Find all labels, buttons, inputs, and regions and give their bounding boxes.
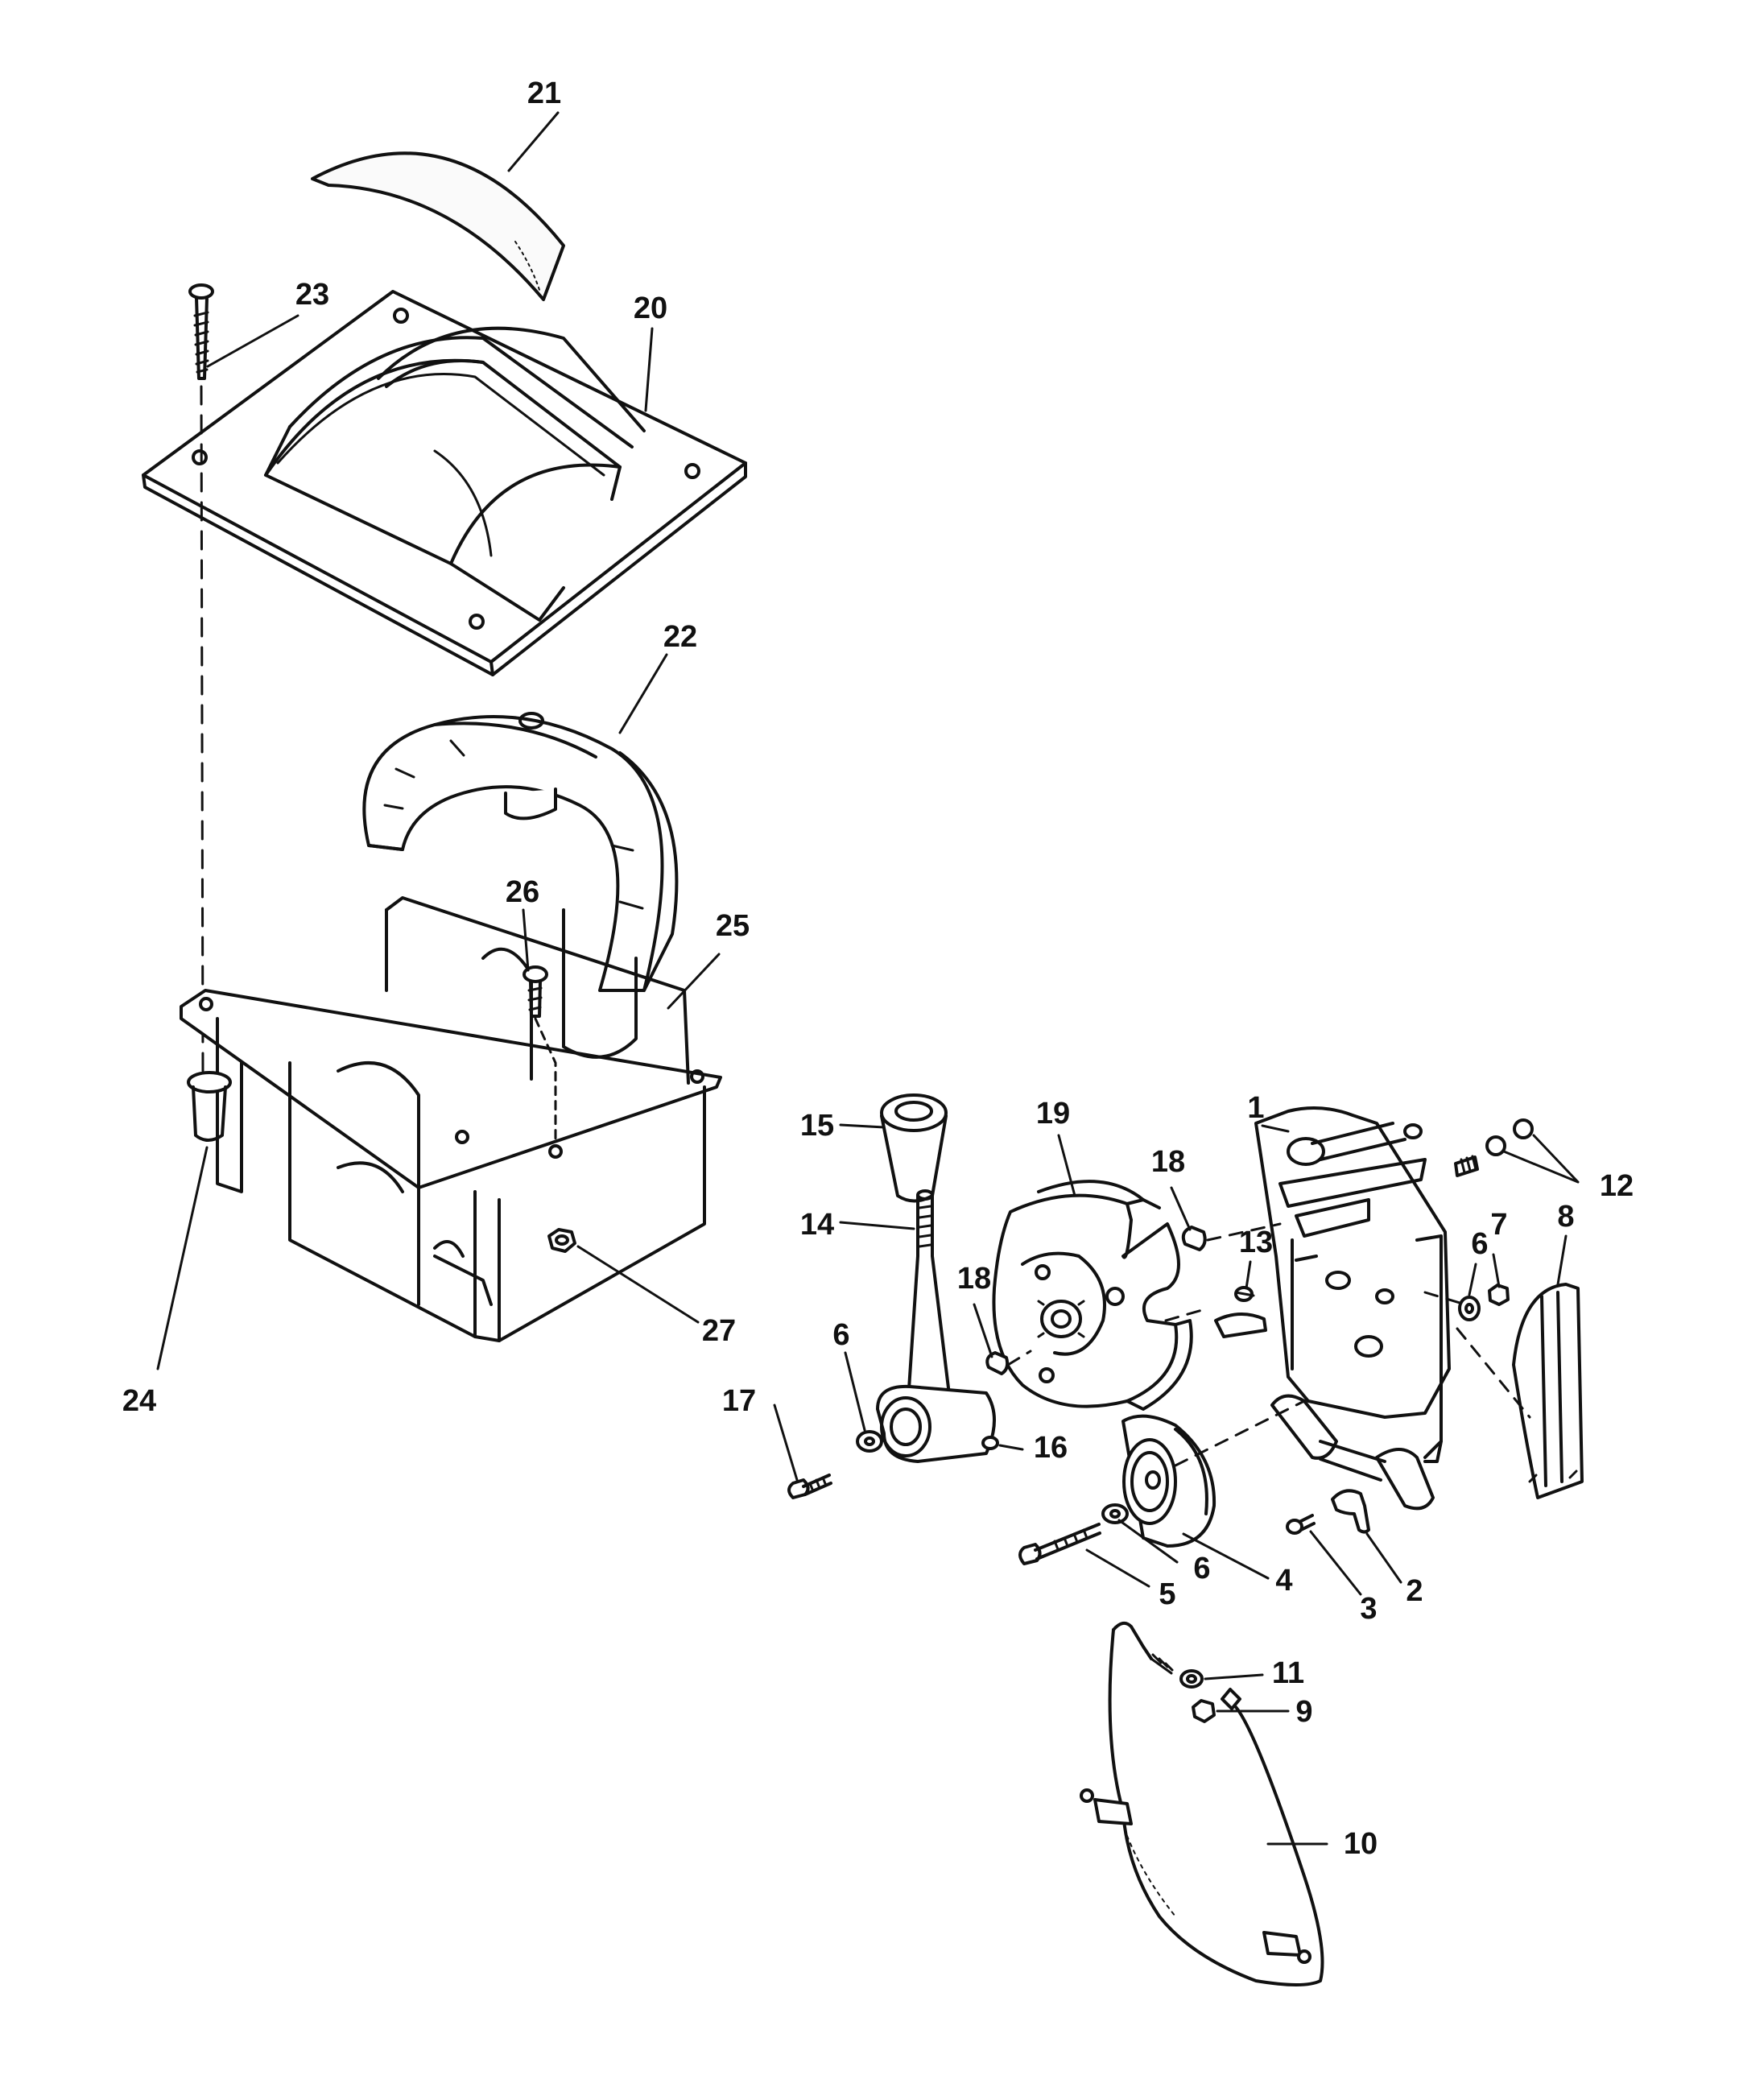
callout-4: 4 (1275, 1564, 1292, 1598)
callout-17: 17 (722, 1384, 756, 1418)
part-13-pin (1234, 1286, 1255, 1302)
callout-18a: 18 (1151, 1145, 1185, 1179)
part-18-bushing-a (1181, 1226, 1207, 1251)
part-14-lever-arm (876, 1189, 996, 1463)
leader-lines (156, 111, 1580, 1846)
callout-15: 15 (800, 1109, 834, 1143)
part-6-washer-c (1101, 1503, 1129, 1524)
part-8-switch (1512, 1283, 1584, 1499)
callout-10: 10 (1344, 1827, 1378, 1861)
callout-labels: 21 23 20 22 26 25 27 24 15 14 19 18 18 1… (122, 76, 1634, 1861)
callout-6c: 6 (1193, 1552, 1210, 1585)
part-2-clip (1331, 1489, 1370, 1534)
callout-2: 2 (1406, 1574, 1423, 1608)
part-4-pulley (1121, 1414, 1216, 1548)
callout-22: 22 (663, 620, 697, 654)
callout-8: 8 (1557, 1200, 1574, 1234)
part-23-screw (188, 283, 214, 380)
alignment-lines-right (1006, 1222, 1531, 1467)
part-13-pin-body (1214, 1312, 1267, 1338)
callout-23: 23 (295, 278, 329, 312)
callout-5: 5 (1159, 1577, 1175, 1611)
part-5-bolt (1018, 1523, 1101, 1565)
part-16-set-screw (981, 1436, 999, 1450)
part-21-decal (311, 151, 565, 301)
callout-6b: 6 (832, 1318, 849, 1352)
alignment-line-screw (200, 385, 204, 1077)
callout-7: 7 (1490, 1208, 1507, 1242)
part-26-screw (523, 965, 548, 1018)
part-27-nut (547, 1228, 576, 1253)
part-25-base-bracket (180, 896, 722, 1342)
part-19-notched-disc (992, 1180, 1193, 1411)
part-17-bolt (787, 1474, 832, 1499)
callout-20: 20 (634, 291, 667, 325)
callout-14: 14 (800, 1208, 834, 1242)
part-9-nut (1192, 1699, 1216, 1723)
callout-1: 1 (1247, 1091, 1264, 1125)
callout-21: 21 (527, 76, 561, 110)
callout-11: 11 (1272, 1656, 1304, 1690)
part-11-washer (1179, 1669, 1204, 1689)
callout-6a: 6 (1471, 1227, 1488, 1261)
callout-24: 24 (122, 1384, 156, 1418)
callout-18b: 18 (957, 1262, 991, 1296)
part-22-arc-housing (362, 712, 679, 992)
part-6-washer-a (856, 1430, 883, 1453)
part-20-cover-plate (142, 290, 747, 676)
part-12-spring-ball (1454, 1118, 1534, 1177)
callout-9: 9 (1295, 1695, 1312, 1729)
part-10-cable (1080, 1621, 1324, 1986)
part-24-bushing (187, 1071, 232, 1142)
callout-27: 27 (702, 1314, 736, 1348)
part-3-screw (1286, 1514, 1316, 1535)
callout-16: 16 (1034, 1431, 1068, 1465)
callout-13: 13 (1239, 1226, 1273, 1259)
callout-3: 3 (1360, 1592, 1377, 1626)
callout-25: 25 (716, 909, 750, 943)
part-15-handle-knob (880, 1093, 948, 1203)
callout-19: 19 (1036, 1097, 1070, 1131)
part-1-control-plate (1254, 1106, 1451, 1511)
part-6-washer-b (1458, 1296, 1481, 1321)
part-18-bushing-b (985, 1351, 1010, 1375)
callout-12: 12 (1600, 1169, 1634, 1203)
callout-26: 26 (506, 875, 539, 909)
part-7-nut (1488, 1284, 1510, 1306)
